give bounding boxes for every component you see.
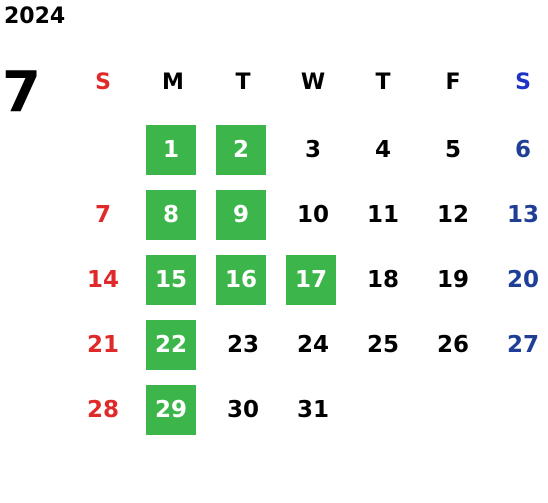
day-cell[interactable]: 10 — [296, 202, 329, 228]
day-cell[interactable]: 6 — [514, 137, 531, 163]
weekday-header-wed: W — [300, 69, 326, 95]
day-cell[interactable]: 31 — [296, 397, 329, 423]
day-cell[interactable]: 22 — [146, 320, 196, 370]
weekday-header-fri: F — [445, 69, 461, 95]
day-cell[interactable]: 12 — [436, 202, 469, 228]
year-label: 2024 — [4, 4, 66, 29]
day-cell[interactable]: 27 — [506, 332, 539, 358]
day-cell[interactable]: 7 — [94, 202, 111, 228]
day-cell[interactable]: 26 — [436, 332, 469, 358]
day-cell[interactable]: 25 — [366, 332, 399, 358]
weekday-header-mon: M — [162, 69, 184, 95]
day-cell[interactable]: 20 — [506, 267, 539, 293]
day-cell[interactable]: 23 — [226, 332, 259, 358]
day-cell[interactable]: 2 — [216, 125, 266, 175]
day-cell[interactable]: 15 — [146, 255, 196, 305]
day-cell[interactable]: 1 — [146, 125, 196, 175]
day-cell[interactable]: 30 — [226, 397, 259, 423]
day-cell[interactable]: 18 — [366, 267, 399, 293]
day-cell[interactable]: 19 — [436, 267, 469, 293]
day-cell[interactable]: 9 — [216, 190, 266, 240]
day-cell[interactable]: 5 — [444, 137, 461, 163]
day-cell[interactable]: 21 — [86, 332, 119, 358]
day-cell[interactable]: 4 — [374, 137, 391, 163]
day-cell[interactable]: 24 — [296, 332, 329, 358]
day-cell[interactable]: 13 — [506, 202, 539, 228]
day-cell[interactable]: 3 — [304, 137, 321, 163]
day-cell[interactable]: 11 — [366, 202, 399, 228]
day-cell[interactable]: 28 — [86, 397, 119, 423]
weekday-header-sat: S — [515, 69, 531, 95]
day-cell[interactable]: 17 — [286, 255, 336, 305]
day-cell[interactable]: 16 — [216, 255, 266, 305]
day-cell[interactable]: 29 — [146, 385, 196, 435]
day-cell[interactable]: 14 — [86, 267, 119, 293]
weekday-header-sun: S — [95, 69, 111, 95]
day-cell[interactable]: 8 — [146, 190, 196, 240]
weekday-header-thu: T — [375, 69, 391, 95]
weekday-header-tue: T — [235, 69, 251, 95]
month-number: 7 — [2, 60, 41, 125]
